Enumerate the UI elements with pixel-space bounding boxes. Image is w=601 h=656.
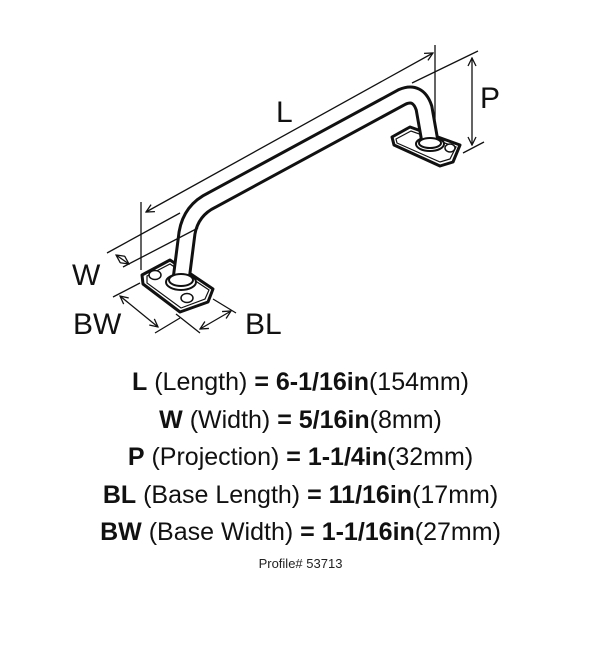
dimension-BL — [175, 298, 237, 334]
spec-name: (Width) — [189, 405, 271, 434]
spec-code: W — [159, 405, 183, 434]
dimension-P — [411, 50, 485, 154]
spec-eq: = — [307, 480, 322, 509]
pull-handle-diagram: L P W BW BL — [72, 45, 500, 341]
spec-code: L — [132, 368, 148, 396]
label-BW: BW — [73, 308, 122, 341]
spec-metric: (32mm) — [387, 443, 474, 471]
spec-row-base-width: BW (Base Width) = 1-1/16in(27mm) — [0, 514, 601, 552]
spec-name: (Length) — [154, 368, 248, 396]
label-W: W — [72, 259, 101, 292]
spec-code: P — [127, 443, 145, 471]
spec-name: (Base Width) — [148, 518, 294, 546]
spec-row-base-length: BL (Base Length) = 11/16in(17mm) — [0, 477, 601, 515]
spec-name: (Base Length) — [143, 480, 301, 509]
spec-imperial: 1-1/16in — [321, 518, 415, 546]
spec-name: (Projection) — [151, 443, 280, 471]
spec-row-projection: P (Projection) = 1-1/4in(32mm) — [0, 439, 601, 477]
spec-metric: (154mm) — [368, 368, 469, 396]
spec-list: L (Length) = 6-1/16in(154mm) W (Width) =… — [0, 364, 601, 571]
label-BL: BL — [245, 308, 282, 341]
spec-row-width: W (Width) = 5/16in(8mm) — [0, 402, 601, 440]
spec-eq: = — [286, 443, 301, 471]
profile-number: Profile# 53713 — [258, 555, 343, 571]
spec-metric: (17mm) — [412, 480, 499, 509]
dimension-W — [106, 212, 199, 268]
label-P: P — [480, 82, 500, 115]
spec-imperial: 5/16in — [298, 405, 370, 434]
dimension-BW — [112, 282, 181, 334]
spec-eq: = — [300, 518, 315, 546]
spec-eq: = — [254, 368, 269, 396]
spec-code: BL — [102, 480, 137, 509]
spec-metric: (27mm) — [414, 518, 501, 546]
spec-imperial: 1-1/4in — [307, 443, 388, 471]
dimension-L — [140, 45, 436, 270]
label-L: L — [276, 96, 293, 129]
spec-imperial: 6-1/16in — [275, 368, 369, 396]
spec-row-length: L (Length) = 6-1/16in(154mm) — [0, 364, 601, 402]
spec-code: BW — [100, 518, 142, 546]
spec-metric: (8mm) — [369, 405, 442, 434]
spec-eq: = — [277, 405, 292, 434]
spec-imperial: 11/16in — [328, 480, 413, 509]
